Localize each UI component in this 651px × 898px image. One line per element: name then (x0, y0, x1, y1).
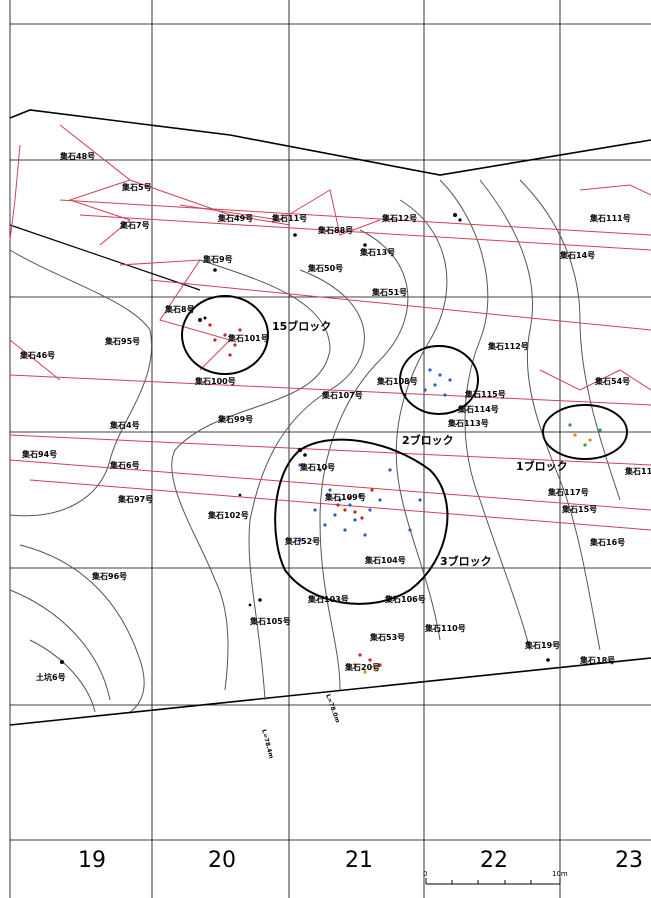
label-f104: 集石104号 (364, 555, 406, 565)
label-f12: 集石12号 (381, 213, 417, 223)
column-19: 19 (78, 848, 106, 873)
contour-lines (9, 179, 621, 713)
block3-ring (274, 438, 449, 605)
label-f46: 集石46号 (19, 350, 55, 360)
label-f9: 集石9号 (202, 254, 233, 264)
block15-ring (181, 295, 269, 375)
label-f8: 集石8号 (164, 304, 195, 314)
label-f101: 集石101号 (227, 333, 269, 343)
label-f19: 集石19号 (524, 640, 560, 650)
column-22: 22 (480, 848, 508, 873)
label-f110: 集石110号 (424, 623, 466, 633)
label-f4: 集石4号 (109, 420, 140, 430)
label-f95: 集石95号 (104, 336, 140, 346)
label-f109: 集石109号 (324, 492, 366, 502)
label-f106: 集石106号 (384, 594, 426, 604)
label-f102: 集石102号 (207, 510, 249, 520)
grid-lines (9, 0, 651, 898)
artifact-scatter (60, 213, 602, 674)
label-f108: 集石108号 (376, 376, 418, 386)
label-f20: 集石20号 (344, 662, 380, 672)
label-f112: 集石112号 (487, 341, 529, 351)
label-f111: 集石111号 (589, 213, 631, 223)
contour-labels: L=78.4m L=78.0m (260, 693, 341, 759)
label-f49: 集石49号 (217, 213, 253, 223)
label-f13: 集石13号 (359, 247, 395, 257)
label-f50: 集石50号 (307, 263, 343, 273)
block2-ring (399, 345, 479, 415)
label-f100: 集石100号 (194, 376, 236, 386)
label-f52: 集石52号 (284, 536, 320, 546)
block-labels: 15ブロック 2ブロック 1ブロック 3ブロック (272, 319, 568, 568)
label-f88: 集石88号 (317, 225, 353, 235)
label-f103: 集石103号 (307, 594, 349, 604)
column-21: 21 (345, 848, 373, 873)
label-f18: 集石18号 (579, 655, 615, 665)
label-f16: 集石16号 (589, 537, 625, 547)
label-f114: 集石114号 (457, 404, 499, 414)
label-f97: 集石97号 (117, 494, 153, 504)
block1-ring (542, 404, 628, 460)
label-f51: 集石51号 (371, 287, 407, 297)
label-f107: 集石107号 (321, 390, 363, 400)
excavation-boundary (9, 109, 651, 726)
label-f99: 集石99号 (217, 414, 253, 424)
label-f96: 集石96号 (91, 571, 127, 581)
label-f15: 集石15号 (561, 504, 597, 514)
label-f11: 集石11号 (271, 213, 307, 223)
label-block15: 15ブロック (272, 319, 331, 333)
label-f116: 集石116 (624, 466, 651, 476)
label-f115: 集石115号 (464, 389, 506, 399)
label-pit6: 土坑6号 (36, 672, 66, 682)
label-f105: 集石105号 (249, 616, 291, 626)
label-f10: 集石10号 (299, 462, 335, 472)
column-23: 23 (615, 848, 643, 873)
label-f5: 集石5号 (121, 182, 152, 192)
label-f7: 集石7号 (119, 220, 150, 230)
contour-label-2: L=78.0m (324, 693, 341, 723)
scale-end: 10m (552, 870, 568, 878)
label-block1: 1ブロック (516, 459, 568, 473)
refitting-lines (9, 124, 651, 531)
scale-zero: 0 (423, 870, 427, 878)
block-outlines (181, 295, 628, 605)
label-f6: 集石6号 (109, 460, 140, 470)
label-f117: 集石117号 (547, 487, 589, 497)
feature-labels: 集石48号 集石5号 集石7号 集石49号 集石11号 集石88号 集石12号 … (19, 151, 651, 682)
label-f53: 集石53号 (369, 632, 405, 642)
column-numbers: 19 20 21 22 23 (78, 848, 643, 873)
label-f54: 集石54号 (594, 376, 630, 386)
column-20: 20 (208, 848, 236, 873)
label-f113: 集石113号 (447, 418, 489, 428)
label-f48: 集石48号 (59, 151, 95, 161)
contour-label-1: L=78.4m (260, 729, 275, 760)
label-f14: 集石14号 (559, 250, 595, 260)
label-block2: 2ブロック (402, 433, 454, 447)
scale-bar: 0 10m (423, 870, 568, 885)
label-f94: 集石94号 (21, 449, 57, 459)
label-block3: 3ブロック (440, 554, 492, 568)
